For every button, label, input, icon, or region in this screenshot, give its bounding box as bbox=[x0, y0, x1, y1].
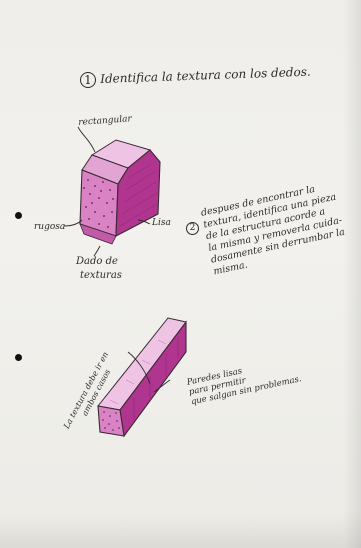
label-dado-line2: texturas bbox=[80, 270, 122, 281]
texture-cube-drawing bbox=[80, 140, 160, 244]
label-lisa: Lisa bbox=[152, 218, 171, 228]
bullet-2 bbox=[15, 354, 22, 361]
leader-rugosa bbox=[64, 220, 82, 226]
texture-bar-drawing bbox=[98, 318, 186, 436]
leader-dado bbox=[94, 246, 100, 256]
step-1-number: 1 bbox=[80, 72, 96, 88]
step-2-number: 2 bbox=[186, 222, 199, 235]
page-bottom-shadow bbox=[0, 514, 361, 548]
bullet-1 bbox=[15, 212, 22, 219]
leader-rectangular bbox=[78, 127, 95, 152]
label-dado-line1: Dado de bbox=[76, 256, 118, 267]
label-rugosa: rugosa bbox=[34, 222, 65, 232]
page-edge-shadow bbox=[343, 0, 361, 548]
